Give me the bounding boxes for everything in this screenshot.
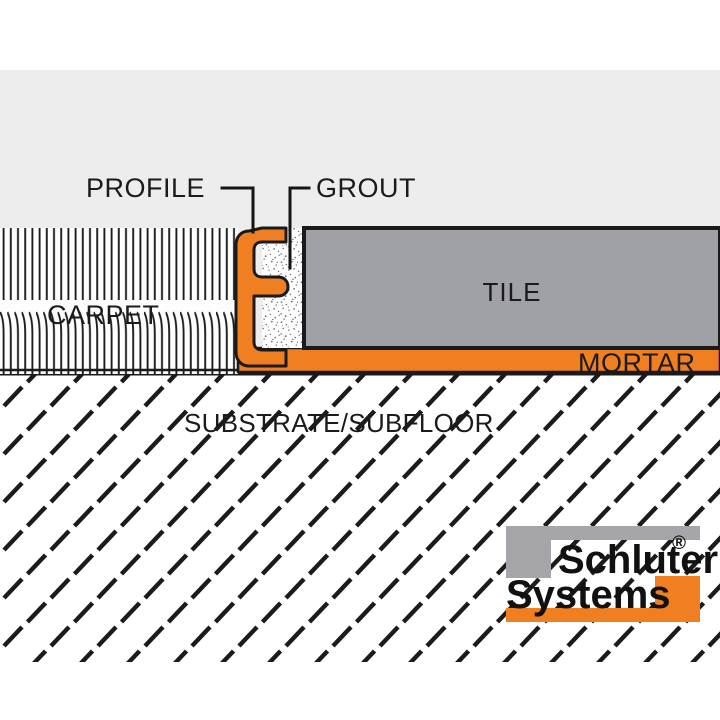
leader-lines (220, 186, 311, 270)
logo-bar-top (506, 526, 700, 578)
tile-layer: TILE (302, 226, 720, 350)
profile-extrusion (234, 226, 290, 368)
logo-registered-mark: ® (672, 533, 686, 554)
mortar-label: MORTAR (578, 348, 696, 378)
grout-leader (288, 186, 311, 270)
profile-leader (220, 186, 255, 234)
logo-brand-line1: Schluter (558, 538, 718, 582)
tile-label: TILE (483, 277, 542, 307)
logo-brand-line2: Systems (506, 573, 671, 617)
carpet-layer (0, 228, 238, 374)
profile-label: PROFILE (86, 173, 205, 203)
schluter-logo: Schluter ® Systems (506, 526, 718, 622)
logo-bar-bottom (506, 576, 700, 622)
grout-label: GROUT (316, 173, 416, 203)
grout-pocket (256, 252, 286, 275)
carpet-label: CARPET (47, 300, 160, 330)
substrate-label: SUBSTRATE/SUBFLOOR (184, 408, 494, 438)
